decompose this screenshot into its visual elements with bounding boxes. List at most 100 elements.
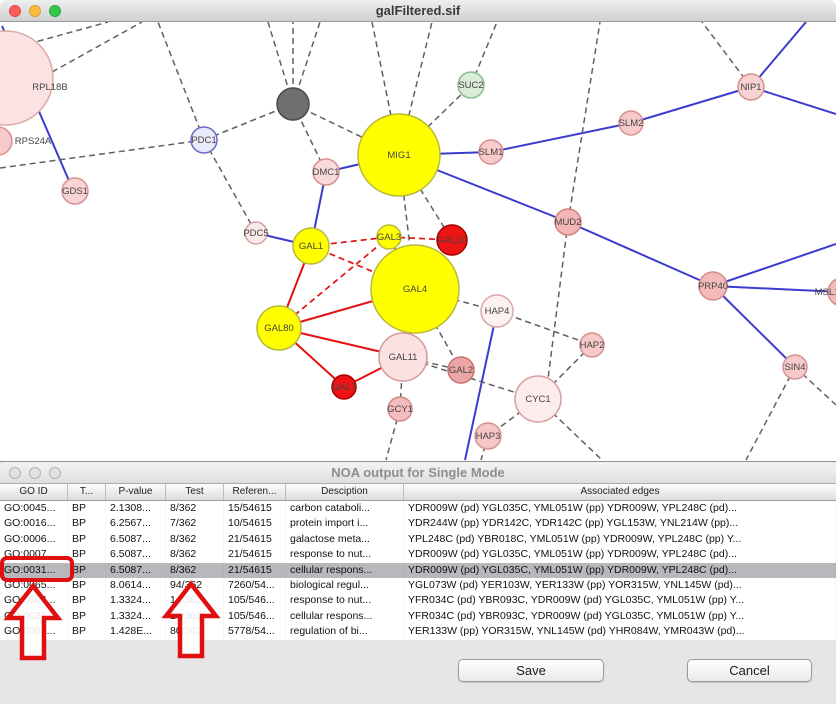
- table-cell: 80/362: [166, 624, 224, 639]
- node-label: GDS1: [62, 186, 88, 197]
- table-cell: 2.1308...: [106, 501, 166, 516]
- node-HAP2[interactable]: [579, 332, 605, 358]
- edge-rd[interactable]: [278, 236, 390, 329]
- column-header-5[interactable]: Desciption: [286, 484, 404, 500]
- edge-pp[interactable]: [464, 310, 498, 461]
- edge-pp[interactable]: [630, 86, 752, 124]
- edge-pd[interactable]: [547, 221, 569, 380]
- close-button[interactable]: [9, 467, 21, 479]
- node-RPS24A[interactable]: [0, 126, 13, 156]
- node-GAL4[interactable]: [370, 244, 460, 334]
- edge-pd[interactable]: [203, 139, 257, 234]
- edge-pd[interactable]: [51, 22, 143, 73]
- node-MIG1[interactable]: [357, 113, 441, 197]
- table-cell: BP: [68, 578, 106, 593]
- minimize-button[interactable]: [29, 467, 41, 479]
- column-header-0[interactable]: GO ID: [0, 484, 68, 500]
- edge-pp[interactable]: [750, 22, 807, 88]
- table-cell: 105/546...: [224, 609, 286, 624]
- edge-pd[interactable]: [496, 310, 593, 346]
- noa-window-titlebar[interactable]: NOA output for Single Mode: [0, 462, 836, 484]
- table-cell: 7260/54...: [224, 578, 286, 593]
- edge-pd[interactable]: [567, 22, 601, 223]
- node-MSL1[interactable]: [827, 278, 836, 306]
- node-SLM1[interactable]: [478, 139, 504, 165]
- node-GAL1[interactable]: [292, 227, 330, 265]
- node-SUC2[interactable]: [457, 71, 485, 99]
- node-label: PRP40: [698, 281, 728, 292]
- edge-pd[interactable]: [552, 344, 593, 385]
- node-GAL2[interactable]: [447, 356, 475, 384]
- table-cell: 7/362: [166, 516, 224, 531]
- table-cell: GO:0007...: [0, 547, 68, 562]
- edge-pd[interactable]: [157, 22, 205, 141]
- node-label: SIN4: [784, 362, 805, 373]
- table-cell: regulation of bi...: [286, 624, 404, 639]
- node-GDS1[interactable]: [61, 177, 89, 205]
- column-header-6[interactable]: Associated edges: [580, 486, 660, 497]
- node-label: MSL1: [815, 287, 836, 298]
- edge-pp[interactable]: [712, 285, 796, 368]
- table-cell: response to nut...: [286, 547, 404, 562]
- table-cell: BP: [68, 501, 106, 516]
- edge-pd[interactable]: [398, 84, 472, 156]
- edge-pp[interactable]: [712, 285, 836, 293]
- table-cell: YDR009W (pd) YGL035C, YML051W (pp) YDR00…: [404, 547, 836, 562]
- edge-pd[interactable]: [27, 22, 109, 45]
- node-PDC5[interactable]: [244, 221, 268, 245]
- node-GAL10[interactable]: [436, 224, 468, 256]
- edge-pd[interactable]: [745, 366, 796, 461]
- node-CYC1[interactable]: [514, 375, 562, 423]
- close-button[interactable]: [9, 5, 21, 17]
- zoom-button[interactable]: [49, 467, 61, 479]
- zoom-button[interactable]: [49, 5, 61, 17]
- column-header-2[interactable]: P-value: [106, 484, 166, 500]
- edge-pp[interactable]: [490, 122, 632, 153]
- node-RPL18B[interactable]: [0, 30, 54, 126]
- node-PDC1[interactable]: [190, 126, 218, 154]
- edge-pd[interactable]: [385, 408, 401, 461]
- save-button[interactable]: Save: [458, 659, 604, 682]
- node-SLM2[interactable]: [618, 110, 644, 136]
- table-cell: YDR244W (pp) YDR142C, YDR142C (pp) YGL15…: [404, 516, 836, 531]
- table-cell: GO:0045...: [0, 501, 68, 516]
- cancel-button[interactable]: Cancel: [687, 659, 812, 682]
- column-header-3[interactable]: Test: [166, 484, 224, 500]
- network-window-titlebar[interactable]: galFiltered.sif: [0, 0, 836, 22]
- node-GAL11[interactable]: [378, 332, 428, 382]
- table-cell: GO:0031...: [0, 609, 68, 624]
- minimize-button[interactable]: [29, 5, 41, 17]
- node-GAL7[interactable]: [331, 374, 357, 400]
- column-header-1[interactable]: T...: [68, 484, 106, 500]
- edge-pd[interactable]: [398, 154, 453, 241]
- node-NIP1[interactable]: [737, 73, 765, 101]
- node-unnamed[interactable]: [276, 87, 310, 121]
- node-SIN4[interactable]: [782, 354, 808, 380]
- node-GCY1[interactable]: [387, 396, 413, 422]
- node-DMC1[interactable]: [312, 158, 340, 186]
- column-header-4[interactable]: Referen...: [224, 484, 286, 500]
- edge-pd[interactable]: [0, 139, 205, 169]
- edge-pp[interactable]: [712, 243, 836, 287]
- node-GAL80[interactable]: [256, 305, 302, 351]
- node-MUD2[interactable]: [554, 208, 582, 236]
- table-cell: BP: [68, 609, 106, 624]
- table-cell: YER133W (pp) YOR315W, YNL145W (pd) YHR08…: [404, 624, 836, 639]
- node-PRP40[interactable]: [698, 271, 728, 301]
- edge-pp[interactable]: [567, 221, 714, 287]
- node-GAL3[interactable]: [376, 224, 402, 250]
- network-graph[interactable]: RPL18BRPS24AGDS1PDC1DMC1MIG1SUC2SLM1SLM2…: [0, 22, 836, 461]
- edge-pp[interactable]: [750, 86, 836, 115]
- node-HAP4[interactable]: [480, 294, 514, 328]
- node-HAP3[interactable]: [474, 422, 502, 450]
